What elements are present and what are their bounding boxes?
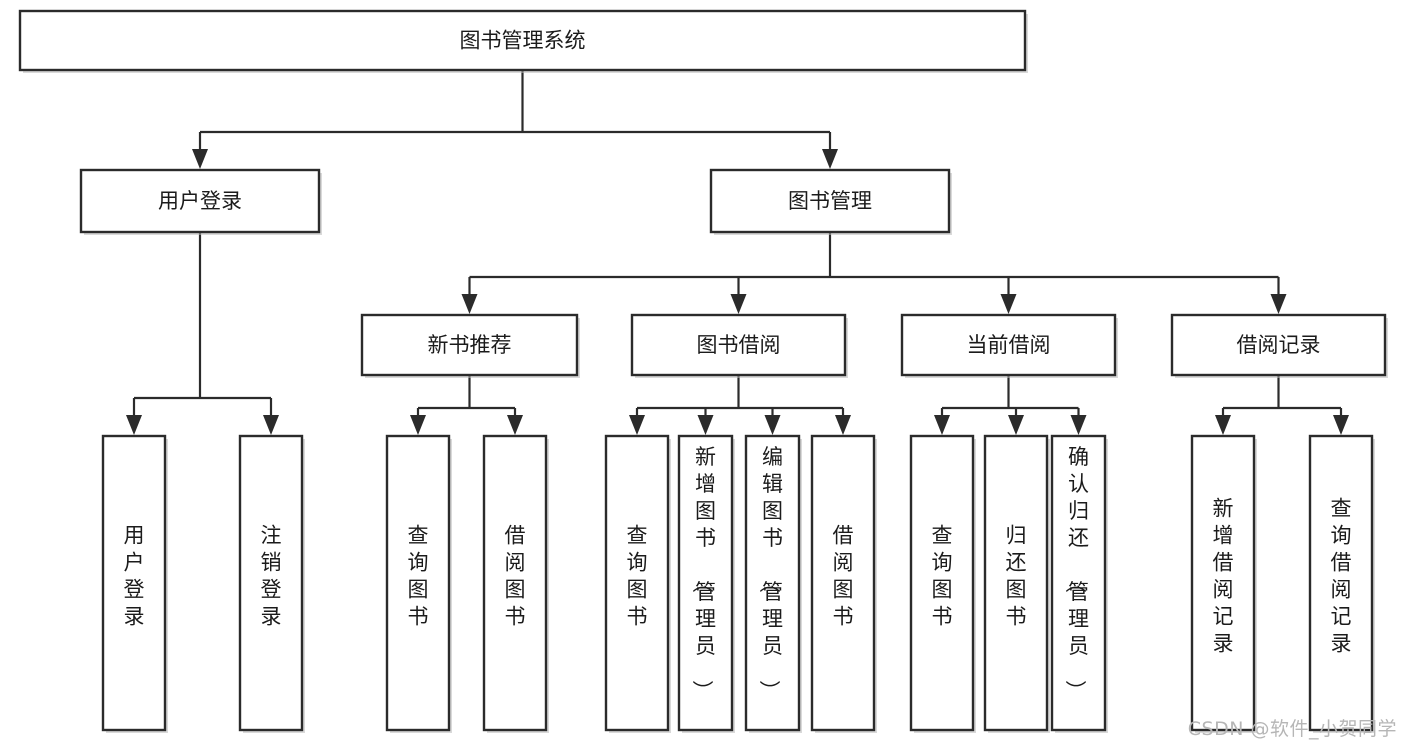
node-label: 新书推荐 xyxy=(428,333,512,357)
node-label: 归还图书 xyxy=(1006,524,1027,629)
arrow-head-icon xyxy=(822,149,838,169)
node-leaf-query-book-1[interactable]: 查询图书 xyxy=(385,434,452,733)
arrow-head-icon xyxy=(192,149,208,169)
arrow-head-icon xyxy=(1000,294,1017,314)
arrow-head-icon xyxy=(1333,415,1349,435)
node-leaf-add-record[interactable]: 新增借阅记录 xyxy=(1190,434,1257,733)
node-label: 图书管理 xyxy=(788,189,872,213)
arrow-head-icon xyxy=(1070,415,1087,435)
arrow-head-icon xyxy=(461,294,478,314)
node-book-manage[interactable]: 图书管理 xyxy=(709,168,952,235)
arrow-head-icon xyxy=(764,415,781,435)
node-leaf-borrow-book-2[interactable]: 借阅图书 xyxy=(810,434,877,733)
arrow-head-icon xyxy=(263,415,279,435)
node-leaf-borrow-book-1[interactable]: 借阅图书 xyxy=(482,434,549,733)
arrow-head-icon xyxy=(697,415,714,435)
node-user-login[interactable]: 用户登录 xyxy=(79,168,322,235)
node-book-borrow[interactable]: 图书借阅 xyxy=(630,313,848,378)
node-label: 图书借阅 xyxy=(697,333,781,357)
node-label: 查询图书 xyxy=(932,524,953,629)
node-leaf-query-record[interactable]: 查询借阅记录 xyxy=(1308,434,1375,733)
node-label: 新增图书（管理员） xyxy=(690,445,716,701)
connector-edges xyxy=(126,70,1349,435)
node-leaf-return-book[interactable]: 归还图书 xyxy=(983,434,1050,733)
arrow-head-icon xyxy=(835,415,851,435)
arrow-head-icon xyxy=(730,294,747,314)
node-label: 新增借阅记录 xyxy=(1213,497,1234,656)
node-label: 编辑图书（管理员） xyxy=(757,445,783,701)
node-label: 图书管理系统 xyxy=(460,29,586,53)
node-label: 注销登录 xyxy=(261,524,282,629)
node-current-borrow[interactable]: 当前借阅 xyxy=(900,313,1118,378)
arrow-head-icon xyxy=(1215,415,1231,435)
node-root-root[interactable]: 图书管理系统 xyxy=(18,9,1028,73)
arrow-head-icon xyxy=(629,415,645,435)
node-boxes: 图书管理系统用户登录图书管理新书推荐图书借阅当前借阅借阅记录用户登录注销登录查询… xyxy=(18,9,1388,733)
node-label: 借阅图书 xyxy=(505,524,526,629)
node-label: 借阅记录 xyxy=(1237,333,1321,357)
arrow-head-icon xyxy=(934,415,950,435)
node-leaf-edit-book[interactable]: 编辑图书（管理员） xyxy=(744,434,802,733)
arrow-head-icon xyxy=(410,415,426,435)
node-label: 查询图书 xyxy=(408,524,429,629)
node-label: 查询借阅记录 xyxy=(1331,497,1352,656)
node-label: 用户登录 xyxy=(124,524,145,629)
node-leaf-confirm-return[interactable]: 确认归还（管理员） xyxy=(1050,434,1108,733)
node-label: 用户登录 xyxy=(158,189,242,213)
node-leaf-logout[interactable]: 注销登录 xyxy=(238,434,305,733)
node-label: 确认归还（管理员） xyxy=(1063,445,1089,701)
node-borrow-record[interactable]: 借阅记录 xyxy=(1170,313,1388,378)
node-label: 借阅图书 xyxy=(833,524,854,629)
node-new-book-rec[interactable]: 新书推荐 xyxy=(360,313,580,378)
watermark-text: CSDN @软件_小贺同学 xyxy=(1187,718,1397,740)
node-leaf-user-login[interactable]: 用户登录 xyxy=(101,434,168,733)
arrow-head-icon xyxy=(1008,415,1024,435)
arrow-head-icon xyxy=(507,415,523,435)
node-leaf-query-book-2[interactable]: 查询图书 xyxy=(604,434,671,733)
node-label: 查询图书 xyxy=(627,524,648,629)
arrow-head-icon xyxy=(1270,294,1287,314)
arrow-head-icon xyxy=(126,415,142,435)
node-leaf-query-book-3[interactable]: 查询图书 xyxy=(909,434,976,733)
node-label: 当前借阅 xyxy=(967,333,1051,357)
node-leaf-add-book[interactable]: 新增图书（管理员） xyxy=(677,434,735,733)
